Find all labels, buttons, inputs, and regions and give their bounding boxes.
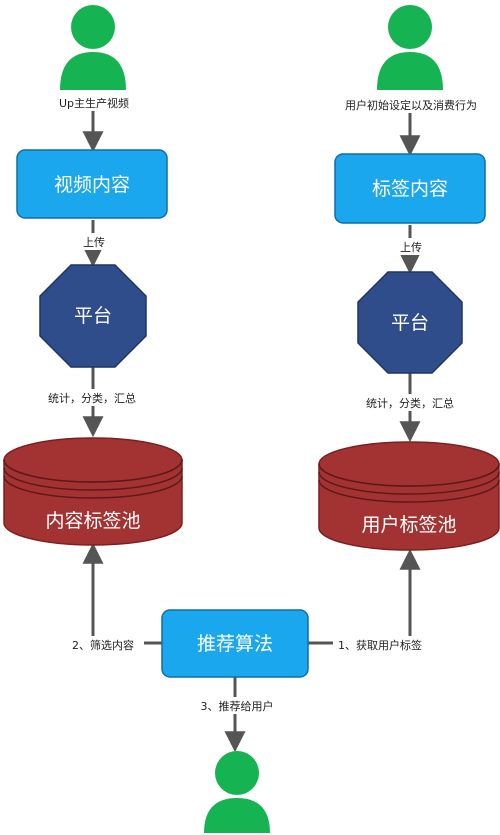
recommendation-algorithm-label: 推荐算法 [197,633,273,655]
user-tag-pool-label: 用户标签池 [361,514,456,536]
video-content-box: 视频内容 [16,149,168,219]
content-tag-pool-cylinder: 内容标签池 [3,437,183,546]
step2-filter-content-label: 2、筛选内容 [72,638,134,652]
recommendation-algorithm-box: 推荐算法 [161,609,309,678]
video-content-label: 视频内容 [54,174,130,196]
platform-label-right: 平台 [391,312,429,334]
stats-label-right: 统计，分类，汇总 [366,396,454,410]
tag-content-box: 标签内容 [334,153,486,224]
user-tag-pool-cylinder: 用户标签池 [318,441,500,551]
step3-recommend-to-user-label: 3、推荐给用户 [201,699,274,713]
platform-octagon-right: 平台 [357,271,463,374]
arrow-algorithm-to-user-pool [308,548,421,645]
arrow-algorithm-to-content-pool [82,542,162,645]
consumer-label: 用户初始设定以及消费行为 [345,98,477,112]
user-icon [60,5,126,90]
user-icon [204,751,270,833]
user-icon [377,5,443,90]
producer-label: Up主生产视频 [59,96,129,110]
tag-content-label: 标签内容 [372,178,448,200]
upload-label-left: 上传 [83,236,105,249]
upload-label-right: 上传 [400,241,422,254]
step1-get-user-tags-label: 1、获取用户标签 [338,638,422,652]
platform-octagon-left: 平台 [39,264,147,368]
stats-label-left: 统计，分类，汇总 [48,391,136,405]
platform-label-left: 平台 [74,305,112,327]
content-tag-pool-label: 内容标签池 [45,510,140,532]
